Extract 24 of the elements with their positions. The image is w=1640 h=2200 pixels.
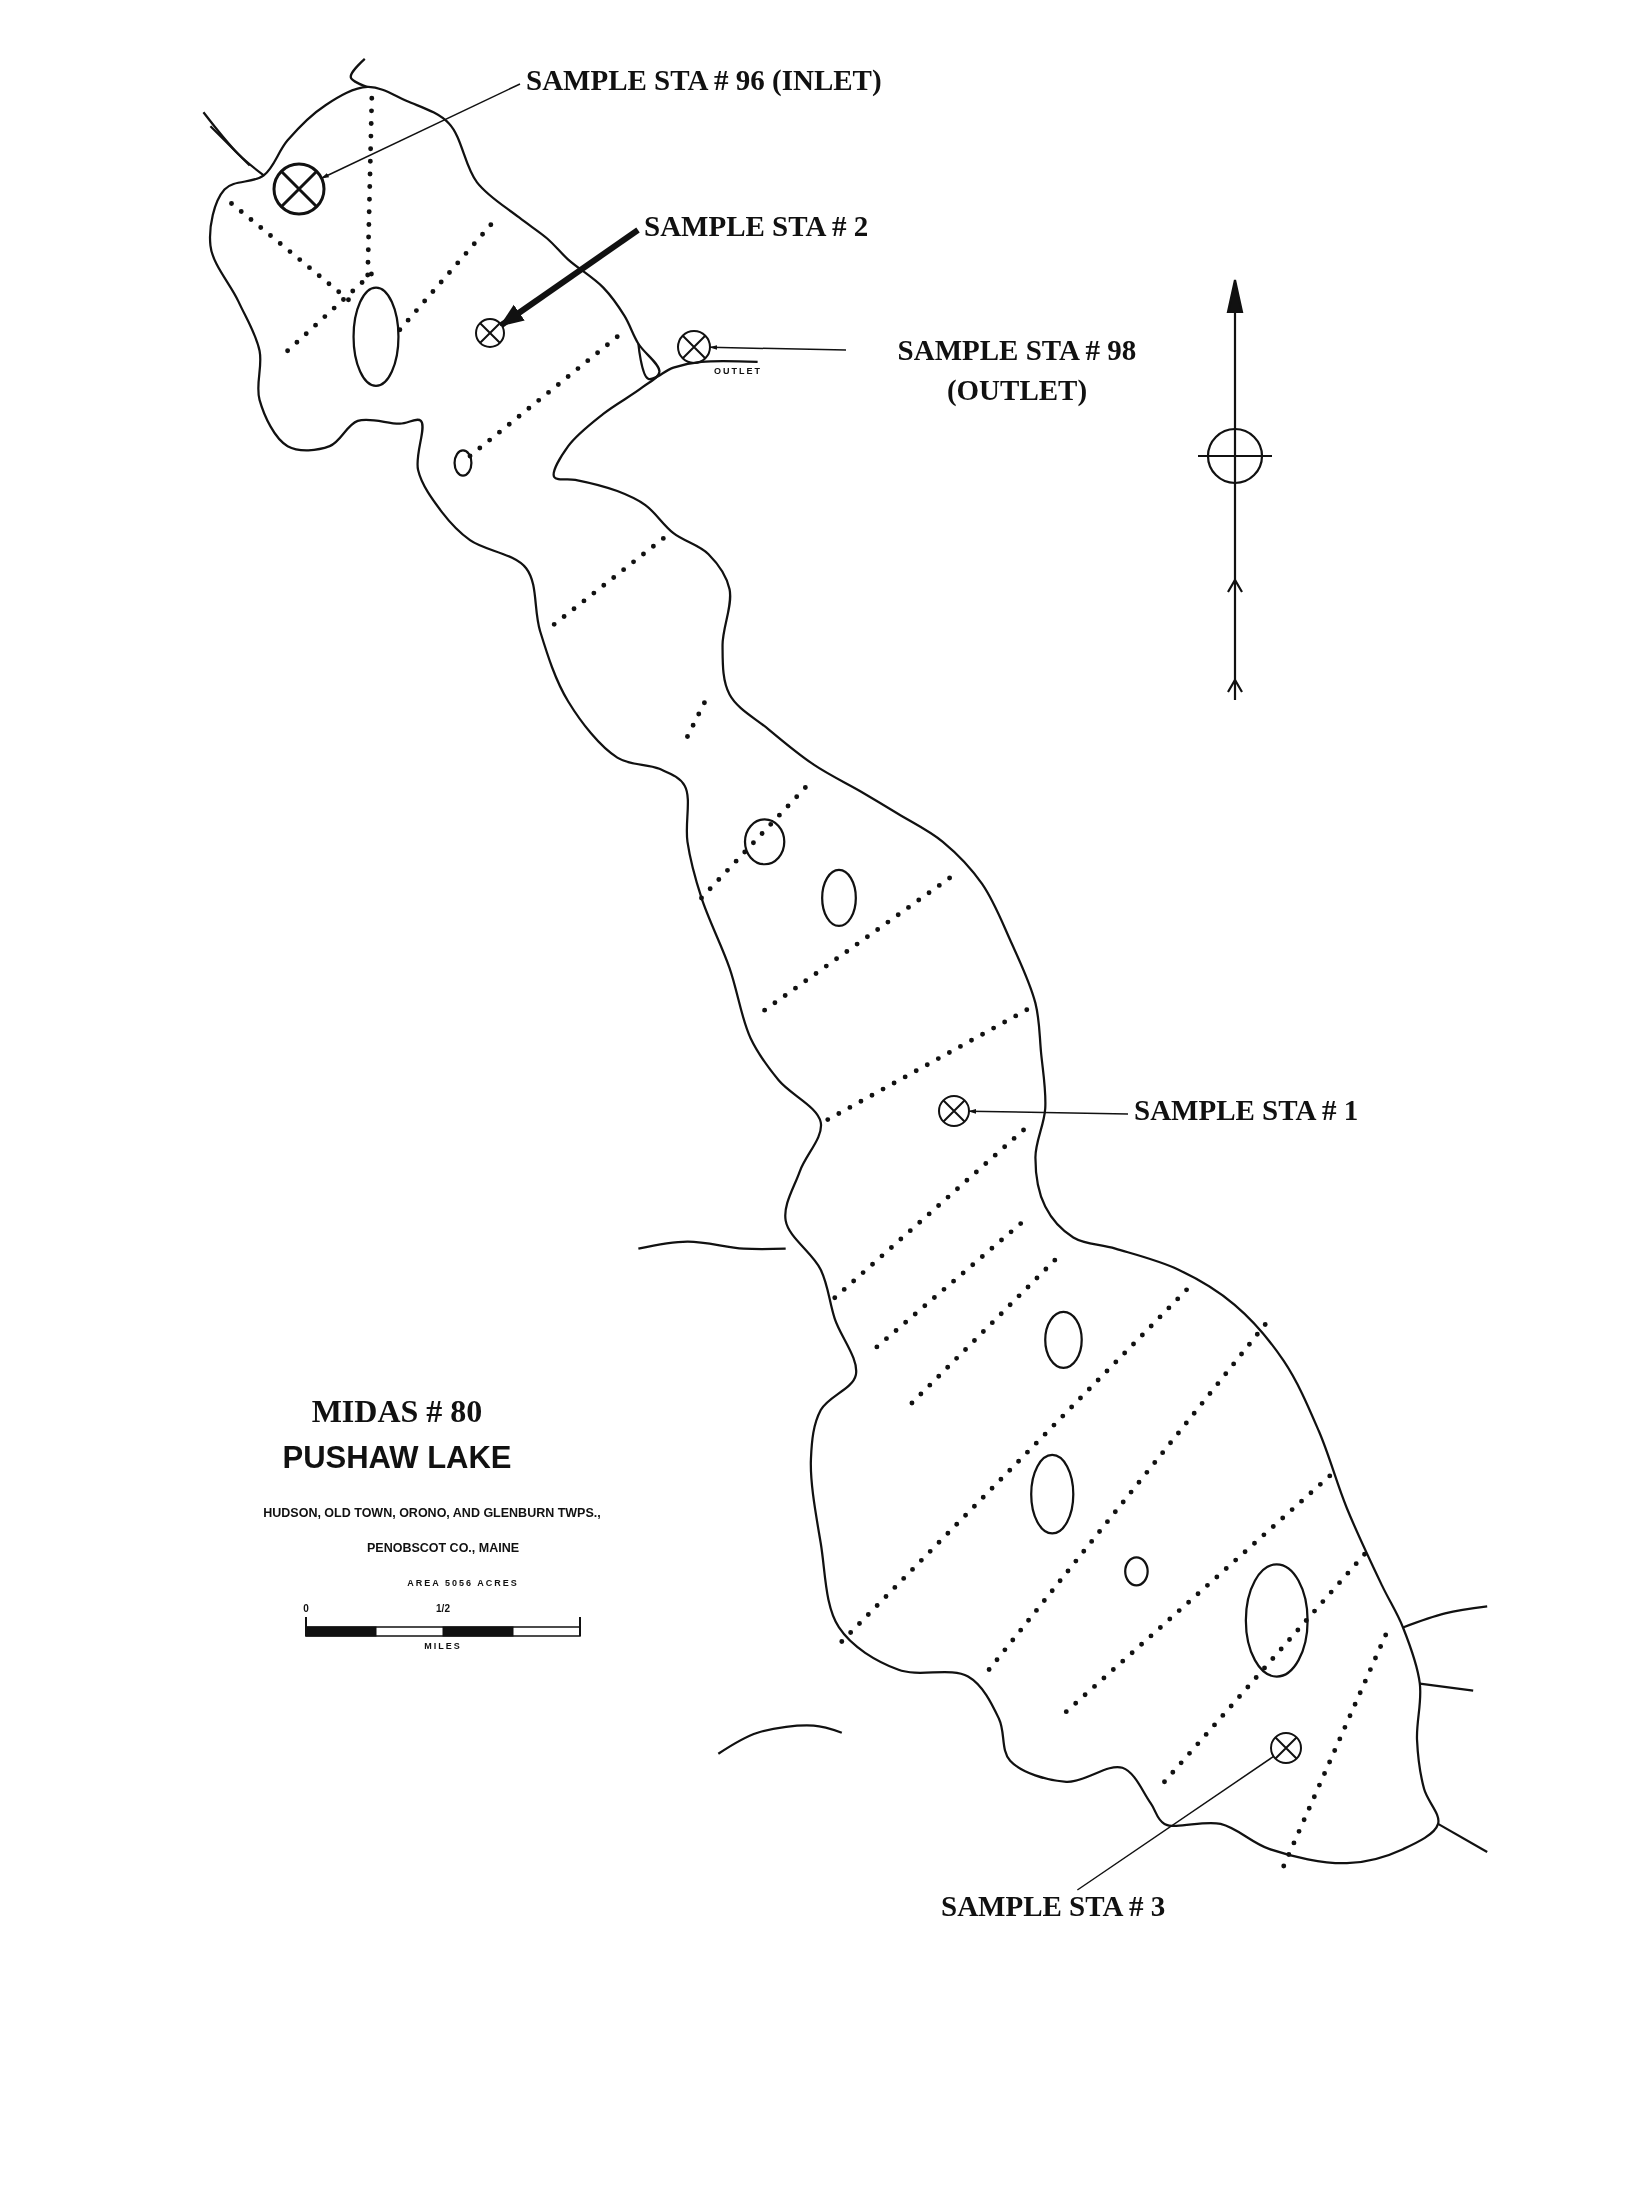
scale-tick-label: 0 (303, 1603, 309, 1614)
sample-station-marker (1269, 1731, 1303, 1765)
lake-name: PUSHAW LAKE (282, 1440, 512, 1476)
sample-station-marker (474, 317, 506, 349)
arrow (320, 83, 521, 179)
station-label: SAMPLE STA # 3 (941, 1890, 1166, 1923)
station-label: SAMPLE STA # 98 (OUTLET) (852, 330, 1182, 410)
station-label: SAMPLE STA # 1 (1134, 1094, 1359, 1127)
arrow (709, 345, 847, 351)
leader-line (1076, 1755, 1275, 1891)
arrow (968, 1109, 1129, 1115)
scale-unit-label: MILES (424, 1641, 462, 1651)
sample-station-marker (937, 1094, 971, 1128)
area-text: AREA 5056 ACRES (407, 1578, 519, 1588)
townships-text: HUDSON, OLD TOWN, ORONO, AND GLENBURN TWPS., (263, 1506, 601, 1520)
sample-station-marker (676, 329, 712, 365)
station-label: SAMPLE STA # 96 (INLET) (526, 64, 882, 97)
outlet-label: OUTLET (714, 366, 762, 376)
scale-tick-label: 1/2 (436, 1603, 450, 1614)
map-title: MIDAS # 80 (311, 1393, 483, 1430)
station-label: SAMPLE STA # 2 (644, 210, 869, 243)
sample-station-marker (272, 162, 326, 216)
arrow (499, 227, 640, 328)
county-text: PENOBSCOT CO., MAINE (366, 1541, 520, 1555)
